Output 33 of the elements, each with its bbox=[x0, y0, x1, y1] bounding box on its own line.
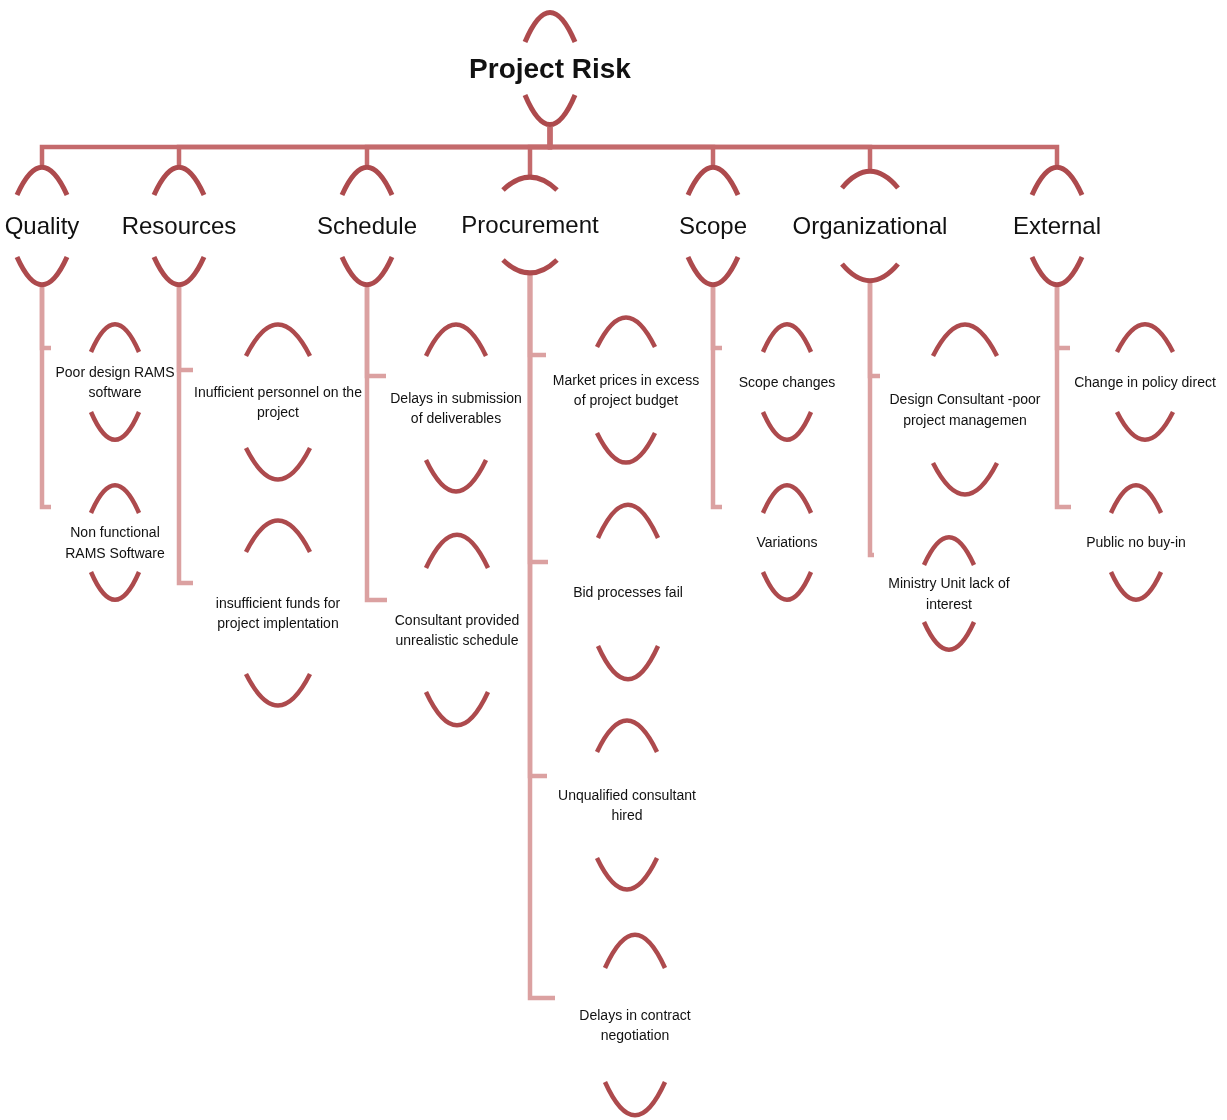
category-label: Organizational bbox=[792, 212, 948, 240]
risk-label: Unqualified consultant hired bbox=[557, 785, 697, 825]
category-label: Schedule bbox=[316, 212, 418, 240]
risk-label: Change in policy direct bbox=[1074, 372, 1216, 392]
category-label: Procurement bbox=[461, 211, 599, 239]
risk-label: Variations bbox=[756, 533, 818, 553]
connector-line bbox=[547, 127, 1060, 165]
connector-line bbox=[710, 287, 722, 510]
risk-label: Bid processes fail bbox=[573, 582, 683, 602]
risk-label: Ministry Unit lack of interest bbox=[887, 574, 1011, 614]
risk-label: Inufficient personnel on the project bbox=[193, 382, 363, 422]
connector-line bbox=[39, 287, 51, 510]
connector-line bbox=[867, 282, 874, 558]
connector-line bbox=[364, 287, 387, 603]
risk-label: Delays in submission of deliverables bbox=[389, 388, 523, 428]
risk-label: Public no buy-in bbox=[1086, 533, 1186, 553]
category-label: External bbox=[1012, 212, 1101, 240]
category-label: Resources bbox=[121, 212, 237, 240]
risk-label: Market prices in excess of project budget bbox=[551, 370, 701, 410]
category-label: Scope bbox=[678, 212, 748, 240]
category-label: Quality bbox=[4, 212, 80, 240]
risk-label: Design Consultant -poor project managemen bbox=[888, 390, 1042, 430]
connector-line bbox=[527, 274, 555, 1001]
connector-line bbox=[1054, 287, 1071, 510]
risk-node bbox=[193, 322, 363, 482]
risk-label: Consultant provided unrealistic schedule bbox=[393, 610, 521, 650]
risk-label: insufficient funds for project implentation bbox=[214, 593, 342, 633]
risk-label: Delays in contract negotiation bbox=[578, 1005, 692, 1045]
risk-label: Non functional RAMS Software bbox=[64, 523, 166, 563]
connector-line bbox=[176, 287, 193, 586]
risk-label: Scope changes bbox=[738, 372, 836, 392]
risk-label: Poor design RAMS software bbox=[54, 362, 176, 402]
title-text: Project Risk bbox=[469, 52, 631, 85]
